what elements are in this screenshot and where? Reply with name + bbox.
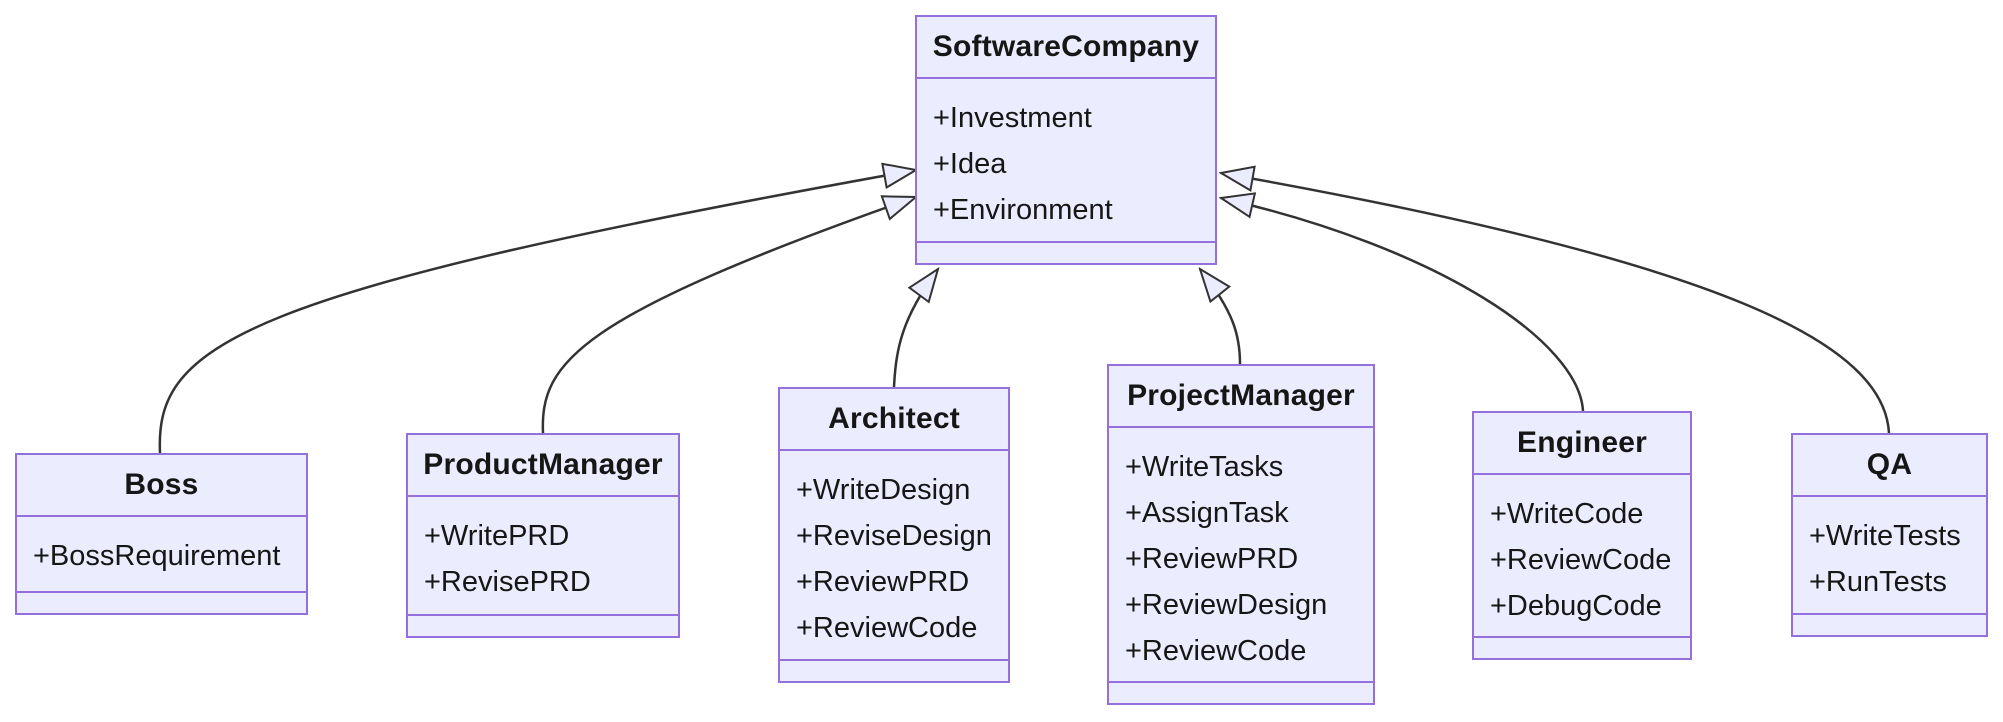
class-name-qa: QA bbox=[1866, 448, 1913, 481]
class-name-engineer: Engineer bbox=[1517, 426, 1647, 459]
class-attributes-architect: +WriteDesign +ReviseDesign +ReviewPRD +R… bbox=[780, 449, 1008, 659]
class-attribute: +ReviewPRD bbox=[1125, 543, 1299, 575]
class-methods-empty bbox=[917, 241, 1215, 263]
class-name-productmanager: ProductManager bbox=[423, 448, 663, 481]
class-name-softwarecompany: SoftwareCompany bbox=[932, 30, 1200, 63]
class-attribute: +Environment bbox=[933, 194, 1113, 226]
class-attribute: +Idea bbox=[933, 148, 1007, 180]
class-attribute: +DebugCode bbox=[1490, 590, 1662, 622]
class-attributes-qa: +WriteTests +RunTests bbox=[1793, 495, 1986, 613]
class-box-productmanager: ProductManager +WritePRD +RevisePRD bbox=[406, 433, 680, 638]
edge-architect-extends-softwarecompany bbox=[892, 269, 938, 388]
class-attribute: +Investment bbox=[933, 102, 1092, 134]
class-attributes-boss: +BossRequirement bbox=[17, 515, 306, 591]
class-attribute: +ReviewDesign bbox=[1125, 589, 1328, 621]
class-attributes-projectmanager: +WriteTasks +AssignTask +ReviewPRD +Revi… bbox=[1109, 426, 1373, 681]
class-attribute: +BossRequirement bbox=[33, 540, 281, 572]
class-attribute: +WriteDesign bbox=[796, 474, 971, 506]
class-attribute: +WritePRD bbox=[424, 520, 570, 552]
class-box-qa: QA +WriteTests +RunTests bbox=[1791, 433, 1988, 637]
class-box-softwarecompany: SoftwareCompany +Investment +Idea +Envir… bbox=[915, 15, 1217, 265]
class-attribute: +AssignTask bbox=[1125, 497, 1289, 529]
class-attribute: +ReviewCode bbox=[1490, 544, 1672, 576]
edge-boss-extends-softwarecompany bbox=[158, 170, 916, 454]
class-methods-empty bbox=[1793, 613, 1986, 635]
edge-qa-extends-softwarecompany bbox=[1221, 173, 1891, 434]
class-attribute: +RevisePRD bbox=[424, 566, 591, 598]
edge-projectmanager-extends-softwarecompany bbox=[1200, 269, 1242, 365]
class-attributes-productmanager: +WritePRD +RevisePRD bbox=[408, 495, 678, 614]
class-attributes-softwarecompany: +Investment +Idea +Environment bbox=[917, 77, 1215, 241]
edge-engineer-extends-softwarecompany bbox=[1221, 198, 1585, 412]
class-attribute: +WriteTasks bbox=[1125, 451, 1284, 483]
class-attribute: +WriteTests bbox=[1809, 520, 1961, 552]
class-methods-empty bbox=[408, 614, 678, 636]
class-attributes-engineer: +WriteCode +ReviewCode +DebugCode bbox=[1474, 473, 1690, 636]
class-methods-empty bbox=[780, 659, 1008, 681]
class-attribute: +ReviewCode bbox=[796, 612, 978, 644]
class-name-architect: Architect bbox=[828, 402, 960, 435]
class-name-projectmanager: ProjectManager bbox=[1127, 379, 1355, 412]
class-attribute: +WriteCode bbox=[1490, 498, 1644, 530]
class-attribute: +RunTests bbox=[1809, 566, 1947, 598]
class-methods-empty bbox=[1109, 681, 1373, 703]
class-box-projectmanager: ProjectManager +WriteTasks +AssignTask +… bbox=[1107, 364, 1375, 705]
edge-productmanager-extends-softwarecompany bbox=[541, 197, 916, 434]
class-attribute: +ReviewCode bbox=[1125, 635, 1307, 667]
class-attribute: +ReviseDesign bbox=[796, 520, 992, 552]
class-methods-empty bbox=[1474, 636, 1690, 658]
class-box-boss: Boss +BossRequirement bbox=[15, 453, 308, 615]
class-methods-empty bbox=[17, 591, 306, 613]
class-box-architect: Architect +WriteDesign +ReviseDesign +Re… bbox=[778, 387, 1010, 683]
class-box-engineer: Engineer +WriteCode +ReviewCode +DebugCo… bbox=[1472, 411, 1692, 660]
class-name-boss: Boss bbox=[124, 468, 199, 501]
class-attribute: +ReviewPRD bbox=[796, 566, 970, 598]
